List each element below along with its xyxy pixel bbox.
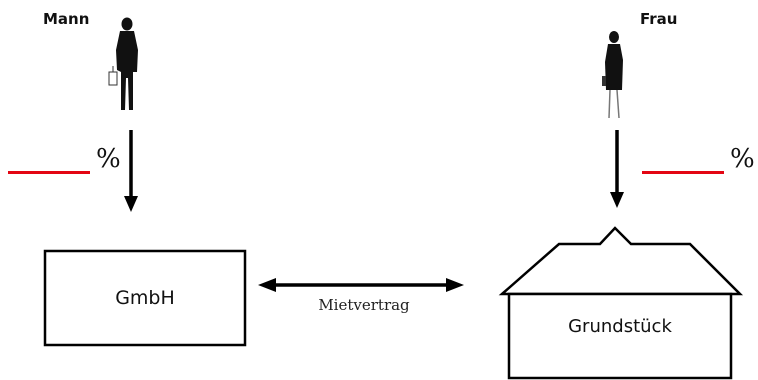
- gmbh-label: GmbH: [115, 287, 175, 309]
- man-share-blank[interactable]: [8, 171, 90, 174]
- rental-contract-label: Mietvertrag: [318, 296, 410, 314]
- house-icon: [498, 226, 744, 380]
- man-percent-sign: %: [96, 144, 121, 174]
- woman-percent-sign: %: [730, 144, 755, 174]
- property-label: Grundstück: [568, 316, 672, 337]
- woman-silhouette-icon: [602, 31, 623, 119]
- man-label: Mann: [43, 10, 90, 28]
- man-silhouette-icon: [108, 17, 138, 110]
- woman-label: Frau: [640, 10, 678, 28]
- gmbh-box: [43, 249, 247, 347]
- woman-share-blank[interactable]: [642, 171, 724, 174]
